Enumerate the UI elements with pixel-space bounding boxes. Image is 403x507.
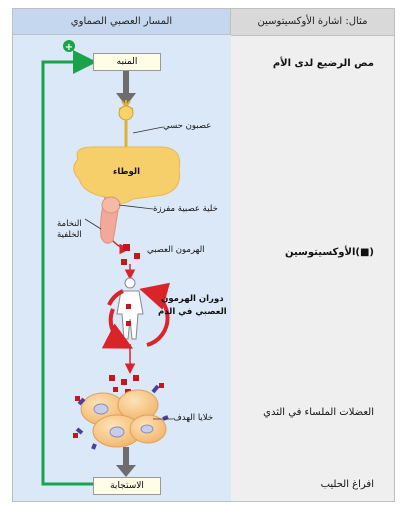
cell-nucleus-icon xyxy=(110,427,124,437)
response-arrow-head xyxy=(116,465,136,477)
hormone-square xyxy=(134,253,140,259)
example-stimulus: مص الرضيع لدى الأم xyxy=(273,58,374,69)
hormone-square xyxy=(159,383,164,388)
cell-nucleus-icon xyxy=(94,404,108,414)
figure-frame: المسار العصبي الصماوي مثال: اشارة الأوكس… xyxy=(12,8,395,502)
posterior-pituitary-label: النخامة الخلفية xyxy=(57,219,82,241)
posterior-pituitary-line2: الخلفية xyxy=(57,230,82,241)
hormone-square xyxy=(109,375,115,381)
blood-circulation-label: دوران الهرمون العصبي في الدم xyxy=(158,293,227,319)
hormone-square xyxy=(126,321,131,326)
blood-circulation-line1: دوران الهرمون xyxy=(158,293,227,306)
sensory-neuron-body xyxy=(119,106,133,120)
hormone-square xyxy=(121,259,127,265)
sensory-neuron-label: عصبون حسي xyxy=(163,121,211,131)
sensory-neuron-pointer xyxy=(133,127,163,133)
stimulus-box: المنبه xyxy=(93,53,161,71)
neurosecretory-pointer xyxy=(119,205,153,209)
example-hormone-text: (■)الأوكسيتوسين xyxy=(285,247,374,258)
neurosecretory-cell-label: خلية عصبية مفرزة xyxy=(153,204,218,214)
response-arrow-shaft xyxy=(123,447,129,467)
neurosecretory-cell-icon xyxy=(102,197,120,213)
example-target: العضلات الملساء في الثدي xyxy=(263,407,374,418)
response-box: الاستجابة xyxy=(93,477,161,495)
hormone-square xyxy=(113,387,118,392)
neurohormone-label: الهرمون العصبي xyxy=(147,245,205,255)
hormone-square xyxy=(133,375,139,381)
example-hormone: (■)الأوكسيتوسين xyxy=(285,247,374,258)
hormone-square xyxy=(126,304,131,309)
body-head-icon xyxy=(125,278,135,288)
hormone-square xyxy=(123,244,130,251)
hormone-square xyxy=(121,379,127,385)
cell-nucleus-icon xyxy=(141,425,153,433)
target-cells-label: خلايا الهدف xyxy=(173,413,213,423)
example-response: افراغ الحليب xyxy=(321,479,374,490)
body-outline-icon xyxy=(117,291,143,339)
pituitary-pointer xyxy=(85,219,101,229)
hormone-square xyxy=(73,433,78,438)
feedback-plus-sign: + xyxy=(65,42,73,53)
blood-circulation-line2: العصبي في الدم xyxy=(158,306,227,319)
hormone-square xyxy=(75,396,80,401)
hypothalamus-label: الوطاء xyxy=(113,167,140,177)
stimulus-arrow-shaft xyxy=(123,71,129,93)
posterior-pituitary-line1: النخامة xyxy=(57,219,82,230)
